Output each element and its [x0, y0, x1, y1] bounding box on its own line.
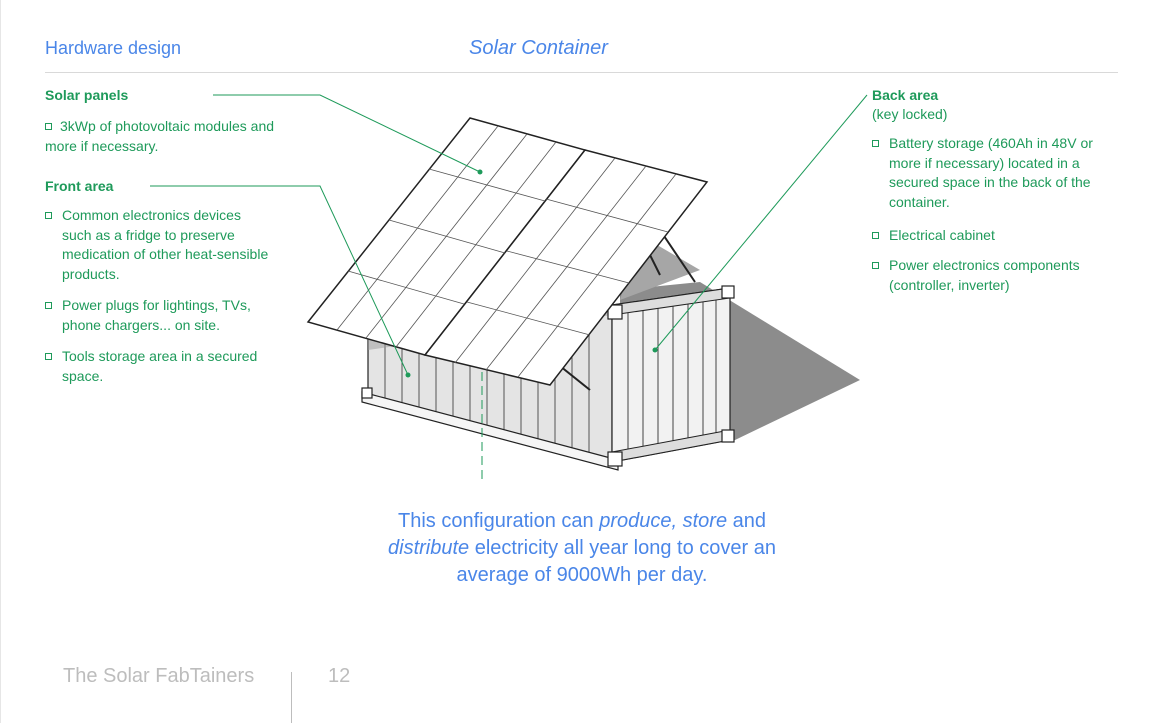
container-bottom-rail: [361, 391, 619, 471]
annotation-leader-lines: [150, 94, 868, 376]
left-border-line: [0, 0, 1, 723]
footer-brand: The Solar FabTainers: [63, 665, 255, 687]
solar-panels-heading: Solar panels: [45, 87, 129, 103]
front-area-bullet-2: Power plugs for lightings, TVs, phone ch…: [45, 296, 285, 335]
front-area-bullet-3: Tools storage area in a secured space.: [45, 347, 285, 386]
back-area-subheading: (key locked): [872, 106, 948, 122]
solar-panel-array: [306, 117, 709, 386]
front-area-heading: Front area: [45, 178, 114, 194]
bullet-square-icon: [45, 123, 52, 130]
bullet-square-icon: [45, 353, 52, 360]
back-area-bullet-3: Power electronics components (controller…: [872, 256, 1082, 295]
footer-separator: [291, 672, 292, 723]
back-area-bullet-2: Electrical cabinet: [872, 226, 1117, 246]
back-area-bullet-1: Battery storage (460Ah in 48V or more if…: [872, 134, 1117, 212]
bullet-square-icon: [872, 140, 879, 147]
section-label: Hardware design: [45, 38, 182, 58]
header-divider: [45, 72, 1118, 73]
container-back-end: [611, 287, 731, 463]
bullet-square-icon: [45, 212, 52, 219]
slide-title: Solar Container: [469, 37, 608, 59]
leader-endpoint-dots: [405, 169, 658, 378]
page-number: 12: [328, 665, 351, 687]
bullet-square-icon: [872, 232, 879, 239]
solar-panels-bullet: 3kWp of photovoltaic modules and more if…: [45, 118, 275, 154]
back-area-heading: Back area: [872, 87, 939, 103]
summary-statement: This configuration can produce, store an…: [388, 510, 776, 586]
bullet-square-icon: [872, 262, 879, 269]
corner-castings: [361, 285, 735, 467]
front-area-bullet-1: Common electronics devices such as a fri…: [45, 206, 270, 284]
bullet-square-icon: [45, 302, 52, 309]
